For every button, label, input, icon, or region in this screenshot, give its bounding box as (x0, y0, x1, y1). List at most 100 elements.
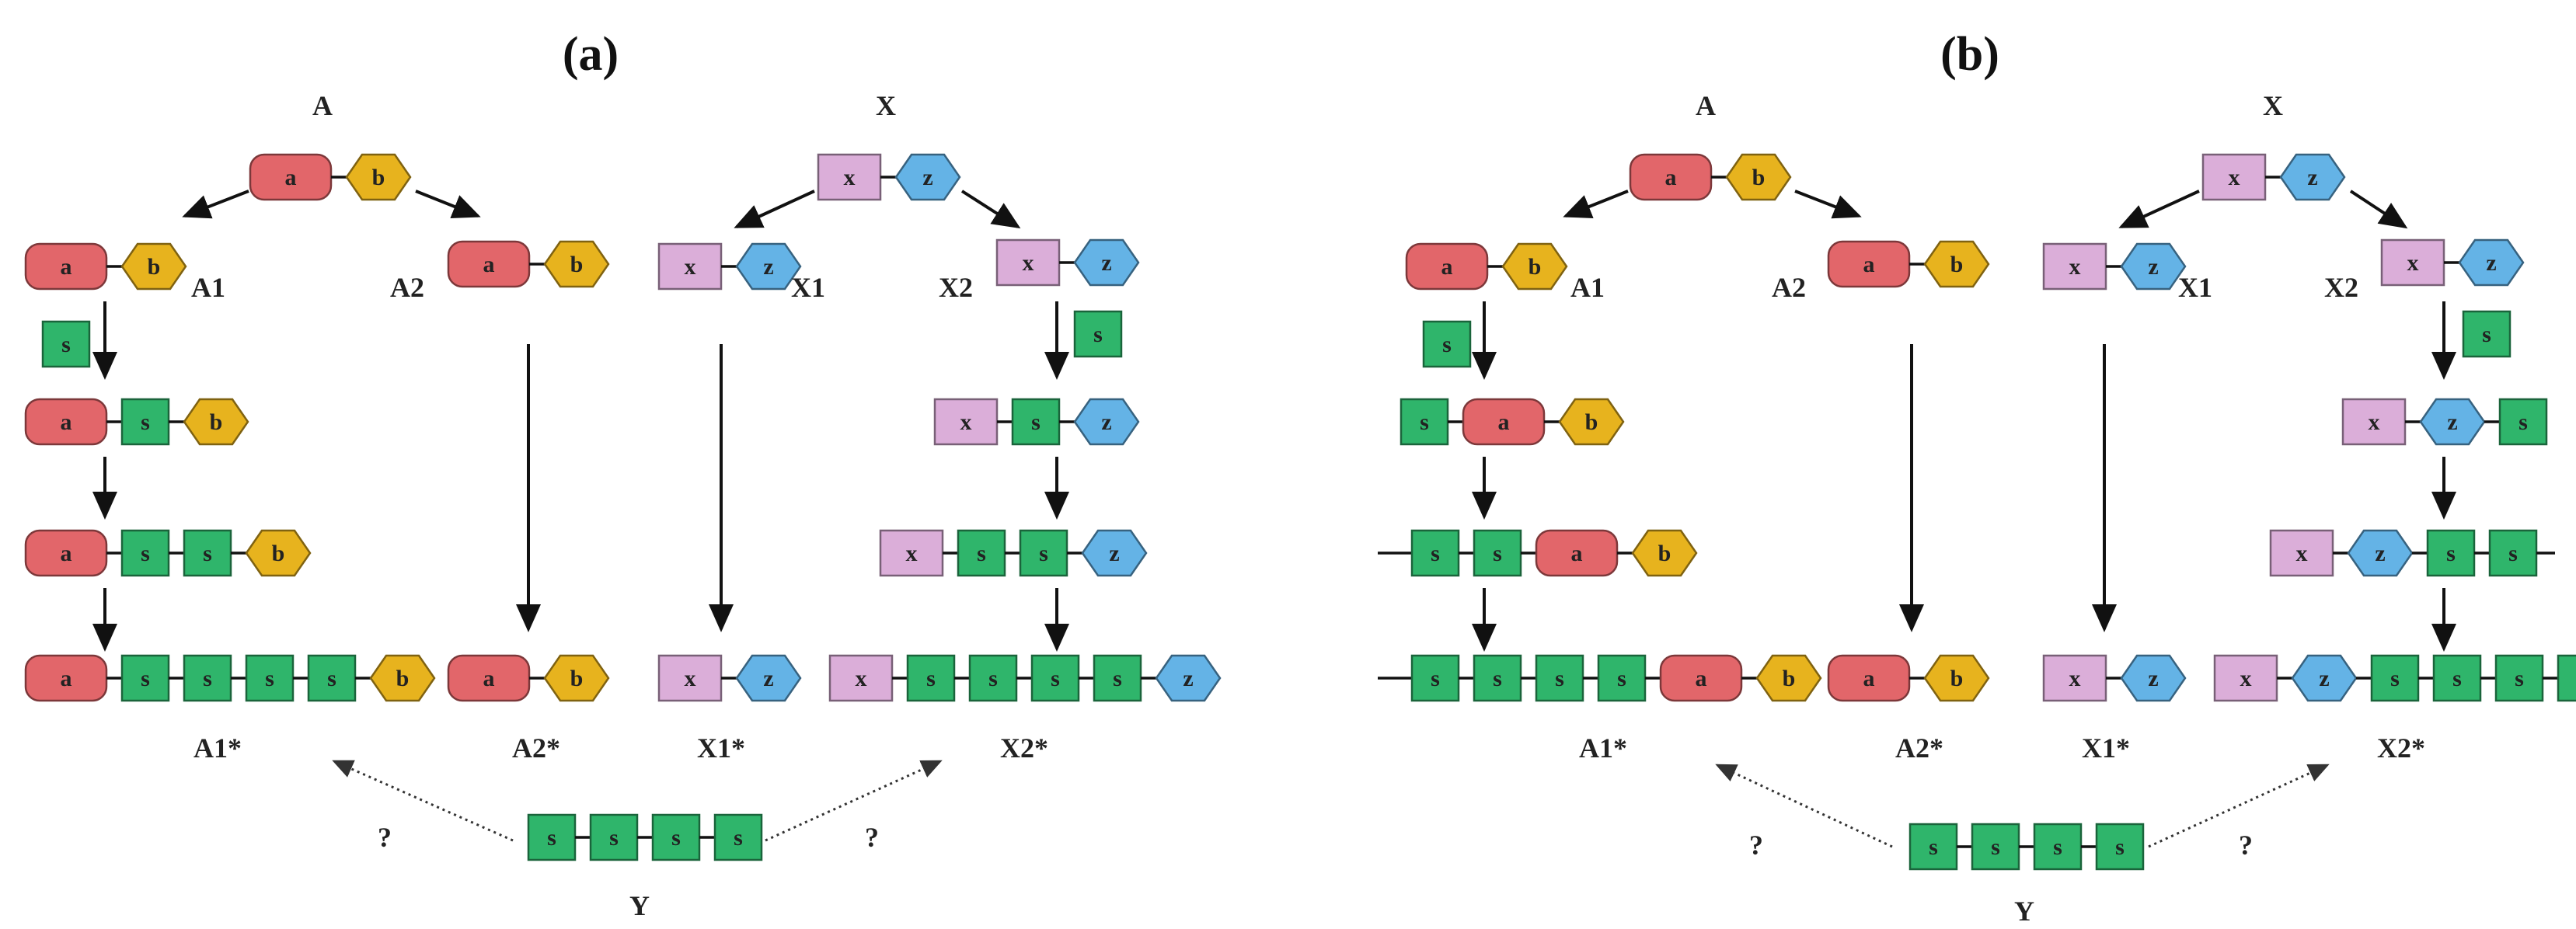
module-label: x (2229, 165, 2240, 190)
module-label: s (2482, 322, 2491, 347)
a1-star-label: A1* (193, 732, 242, 764)
module-a: a (1405, 242, 1489, 291)
module-s: s (1535, 654, 1584, 702)
module-label: b (1585, 409, 1598, 435)
module-b: b (183, 398, 249, 446)
module-label: s (2115, 834, 2125, 860)
module-s: s (906, 654, 956, 702)
module-s: s (1400, 398, 1449, 446)
inserted-s-module: s (2462, 310, 2512, 358)
module-x: x (2380, 238, 2445, 287)
module-s: s (2494, 654, 2544, 702)
module-x: x (2269, 529, 2334, 577)
module-a: a (1659, 654, 1743, 702)
module-label: s (2446, 541, 2456, 566)
module-label: z (2486, 250, 2496, 276)
module-label: a (1665, 165, 1677, 190)
module-x: x (995, 238, 1061, 287)
x1-label: X1 (2178, 272, 2212, 303)
arrow-a-to-a2 (415, 190, 481, 218)
module-x: x (2201, 153, 2267, 201)
module-label: a (1498, 409, 1510, 435)
x2-star-label: X2* (1000, 732, 1048, 764)
module-label: s (1039, 541, 1048, 566)
module-s: s (651, 813, 701, 861)
module-label: a (1863, 252, 1875, 277)
module-b: b (1501, 242, 1568, 291)
module-a: a (1462, 398, 1546, 446)
question-mark: ? (865, 822, 879, 853)
module-x: x (2213, 654, 2278, 702)
arrow-x-to-x2 (960, 190, 1021, 229)
module-label: b (272, 541, 285, 566)
module-z: z (2120, 242, 2187, 291)
module-label: s (1991, 834, 2000, 860)
module-z: z (1155, 654, 1222, 702)
module-label: s (2390, 666, 2400, 691)
module-label: z (2375, 541, 2385, 566)
module-a: a (447, 240, 531, 288)
module-label: a (1571, 541, 1583, 566)
module-s: s (120, 654, 170, 702)
module-b: b (120, 242, 187, 291)
module-label: x (2069, 254, 2081, 280)
module-s: s (1597, 654, 1647, 702)
module-label: s (609, 825, 619, 851)
module-b: b (1558, 398, 1625, 446)
module-label: s (1493, 666, 1502, 691)
module-label: s (327, 666, 336, 691)
module-s: s (968, 654, 1018, 702)
module-s: s (1473, 654, 1522, 702)
module-b: b (245, 529, 312, 577)
a1-label: A1 (1570, 272, 1605, 303)
module-label: a (61, 666, 72, 691)
arrow-y-to-x2-star (765, 760, 943, 842)
module-s: s (957, 529, 1006, 577)
module-label: b (1658, 541, 1671, 566)
module-label: s (2515, 666, 2524, 691)
module-label: s (141, 409, 150, 435)
module-b: b (1725, 153, 1792, 201)
inserted-s-module: s (41, 320, 91, 368)
module-label: z (1101, 409, 1111, 435)
module-a: a (447, 654, 531, 702)
module-label: b (1950, 666, 1964, 691)
module-x: x (879, 529, 944, 577)
module-label: a (1696, 666, 1707, 691)
module-b: b (543, 240, 610, 288)
y-label: Y (2014, 896, 2034, 927)
inserted-s-module: s (1073, 310, 1123, 358)
question-mark: ? (2239, 830, 2253, 861)
module-x: x (2341, 398, 2407, 446)
module-a: a (1827, 240, 1911, 288)
protein-a-label: A (1696, 90, 1716, 121)
a2-label: A2 (1772, 272, 1806, 303)
module-label: s (203, 541, 212, 566)
module-label: x (2369, 409, 2380, 435)
module-label: s (1420, 409, 1429, 435)
module-label: z (763, 254, 773, 280)
module-label: s (1093, 322, 1103, 347)
module-label: x (960, 409, 972, 435)
module-s: s (307, 654, 357, 702)
module-label: s (1431, 541, 1440, 566)
module-a: a (24, 398, 108, 446)
module-label: s (1051, 666, 1060, 691)
module-label: a (61, 541, 72, 566)
module-label: a (1441, 254, 1453, 280)
module-x: x (933, 398, 999, 446)
module-label: b (1529, 254, 1542, 280)
